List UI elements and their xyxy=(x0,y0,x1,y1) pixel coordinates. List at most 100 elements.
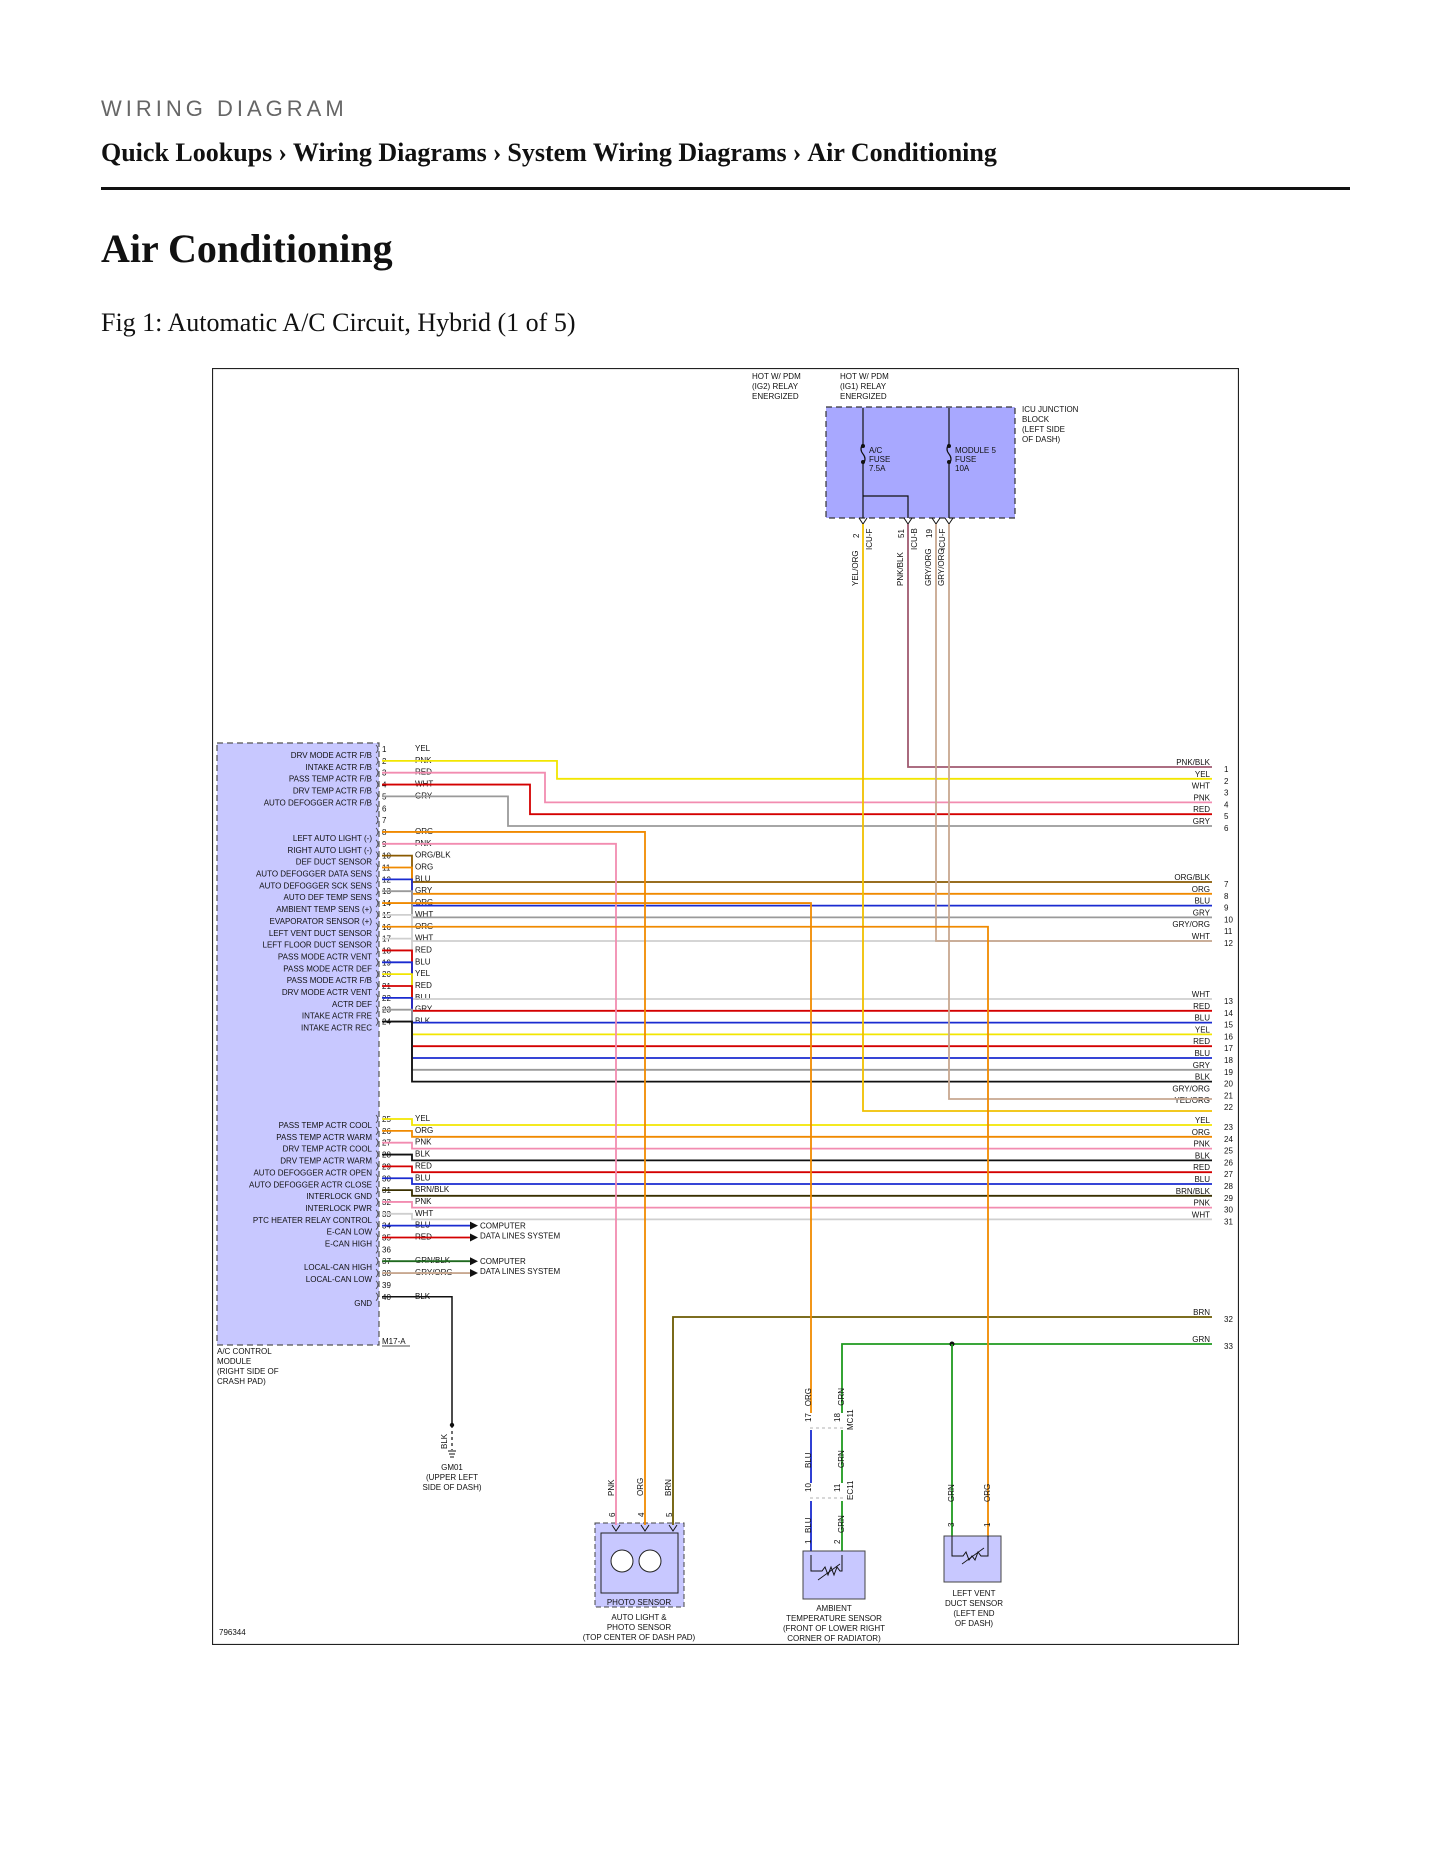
reference-wire-label: PNK/BLK xyxy=(1176,758,1210,767)
wire-pnk-blk xyxy=(907,524,1212,768)
data-lines-label: DATA LINES SYSTEM xyxy=(480,1232,561,1241)
module-pin-label: INTAKE ACTR REC xyxy=(301,1024,372,1033)
module-pin-terminal xyxy=(375,1005,379,1014)
ac-control-module xyxy=(216,742,380,1346)
module-pin-terminal xyxy=(375,768,379,777)
reference-number: 15 xyxy=(1224,1021,1233,1030)
reference-number: 33 xyxy=(1224,1342,1233,1351)
reference-number: 11 xyxy=(1224,927,1233,936)
wire-brn-blk xyxy=(382,1189,1212,1197)
wire-org xyxy=(382,831,646,1525)
module-pin-terminal xyxy=(375,792,379,801)
module-pin-number: 39 xyxy=(382,1281,391,1290)
reference-wire-label: YEL xyxy=(1195,1025,1211,1034)
vent-sensor-label: LEFT VENT xyxy=(953,1589,996,1598)
reference-wire-label: RED xyxy=(1193,805,1210,814)
photo-sensor-label: PHOTO SENSOR xyxy=(607,1623,672,1632)
reference-wire-label: PNK xyxy=(1194,793,1211,802)
wire-label: GRY/ORG xyxy=(924,548,933,586)
wire-label: ORG xyxy=(983,1484,992,1502)
wire-label: ORG xyxy=(804,1388,813,1406)
module-wire-label: BLU xyxy=(415,993,431,1002)
wire-red xyxy=(382,985,1212,1048)
wire-grn xyxy=(841,1343,1212,1413)
module-pin-terminal xyxy=(375,993,379,1003)
photodiode-icon xyxy=(638,1549,662,1573)
reference-number: 9 xyxy=(1224,904,1229,913)
ground-icon xyxy=(448,1450,456,1458)
sensor-pin-number: 1 xyxy=(804,1539,813,1544)
reference-number: 27 xyxy=(1224,1170,1233,1179)
breadcrumb-wiring-diagrams[interactable]: Wiring Diagrams xyxy=(292,138,487,167)
ground-location: SIDE OF DASH) xyxy=(422,1483,481,1492)
wire-label: GRN xyxy=(837,1450,846,1468)
ac-control-module-label: MODULE xyxy=(217,1357,251,1366)
wire-pnk xyxy=(382,1141,1212,1150)
breadcrumb-system-wiring-diagrams[interactable]: System Wiring Diagrams xyxy=(507,138,787,167)
vent-sensor-label: OF DASH) xyxy=(955,1619,994,1628)
wire-wht xyxy=(382,1212,1212,1221)
reference-number: 26 xyxy=(1224,1158,1233,1167)
photo-sensor-label: (TOP CENTER OF DASH PAD) xyxy=(583,1633,696,1642)
wire-label: GRN xyxy=(837,1515,846,1533)
icu-junction-block-label: BLOCK xyxy=(1022,415,1050,424)
module-pin-terminal xyxy=(375,934,379,943)
module-wire-label: YEL xyxy=(415,744,431,753)
ambient-sensor-label: AMBIENT xyxy=(816,1604,852,1613)
fuse-rating: 7.5A xyxy=(869,464,886,473)
reference-number: 7 xyxy=(1224,880,1229,889)
wire-yel xyxy=(382,973,1212,1036)
wire-wht xyxy=(382,914,1212,942)
section-label: WIRING DIAGRAM xyxy=(101,96,348,121)
module-wire-label: BLU xyxy=(415,874,431,883)
module-pin-label: EVAPORATOR SENSOR (+) xyxy=(270,917,373,926)
connector-pin-icon xyxy=(931,517,941,525)
connector-pin-icon xyxy=(611,1524,621,1532)
module-pin-label: PASS MODE ACTR DEF xyxy=(283,964,372,973)
data-lines-label: COMPUTER xyxy=(480,1257,526,1266)
module-pin-terminal xyxy=(375,1197,379,1207)
breadcrumb-quick-lookups[interactable]: Quick Lookups xyxy=(101,138,273,167)
reference-number: 31 xyxy=(1224,1217,1233,1226)
reference-number: 20 xyxy=(1224,1080,1233,1089)
fuse-label: FUSE xyxy=(955,455,976,464)
connector-pin-icon xyxy=(944,517,954,525)
ambient-sensor-label: TEMPERATURE SENSOR xyxy=(786,1614,882,1623)
module-pin-terminal xyxy=(375,756,379,766)
module-pin-terminal xyxy=(375,1138,379,1147)
reference-wire-label: ORG/BLK xyxy=(1174,873,1210,882)
module-pin-label: INTAKE ACTR F/B xyxy=(305,763,372,772)
reference-number: 32 xyxy=(1224,1315,1233,1324)
reference-number: 8 xyxy=(1224,892,1229,901)
wire-label: ORG xyxy=(636,1478,645,1496)
connector-id: ICU-F xyxy=(938,529,947,550)
wire-label: BLU xyxy=(804,1452,813,1468)
hot-label: HOT W/ PDM xyxy=(840,372,889,381)
ac-control-module-label: A/C CONTROL xyxy=(217,1347,272,1356)
module-pin-label: DRV TEMP ACTR WARM xyxy=(280,1157,372,1166)
module-pin-label: ACTR DEF xyxy=(332,1000,372,1009)
module-pin-label: AUTO DEFOGGER SCK SENS xyxy=(259,881,372,890)
module-pin-terminal xyxy=(375,1245,379,1254)
connector-pin-number: 17 xyxy=(804,1413,813,1422)
module-pin-label: PASS MODE ACTR F/B xyxy=(287,976,372,985)
module-pin-terminal xyxy=(375,969,379,979)
reference-wire-label: BLU xyxy=(1194,1049,1210,1058)
icu-junction-block-label: OF DASH) xyxy=(1022,435,1061,444)
connector-pin-number: 51 xyxy=(897,529,906,538)
module-pin-label: AMBIENT TEMP SENS (+) xyxy=(276,905,372,914)
module-pin-terminal xyxy=(375,1017,379,1026)
module-pin-number: 36 xyxy=(382,1245,391,1254)
reference-number: 19 xyxy=(1224,1068,1233,1077)
fuse-terminal xyxy=(861,460,865,464)
reference-number: 23 xyxy=(1224,1123,1233,1132)
reference-wire-label: PNK xyxy=(1194,1140,1211,1149)
module-pin-number: 1 xyxy=(382,745,387,754)
module-pin-label: INTERLOCK GND xyxy=(306,1192,372,1201)
module-pin-label: PASS TEMP ACTR WARM xyxy=(276,1133,372,1142)
data-line-arrow-icon xyxy=(470,1221,478,1230)
reference-wire-label: WHT xyxy=(1192,782,1210,791)
module-pin-label: RIGHT AUTO LIGHT (-) xyxy=(288,846,373,855)
module-pin-label: LEFT AUTO LIGHT (-) xyxy=(293,834,372,843)
